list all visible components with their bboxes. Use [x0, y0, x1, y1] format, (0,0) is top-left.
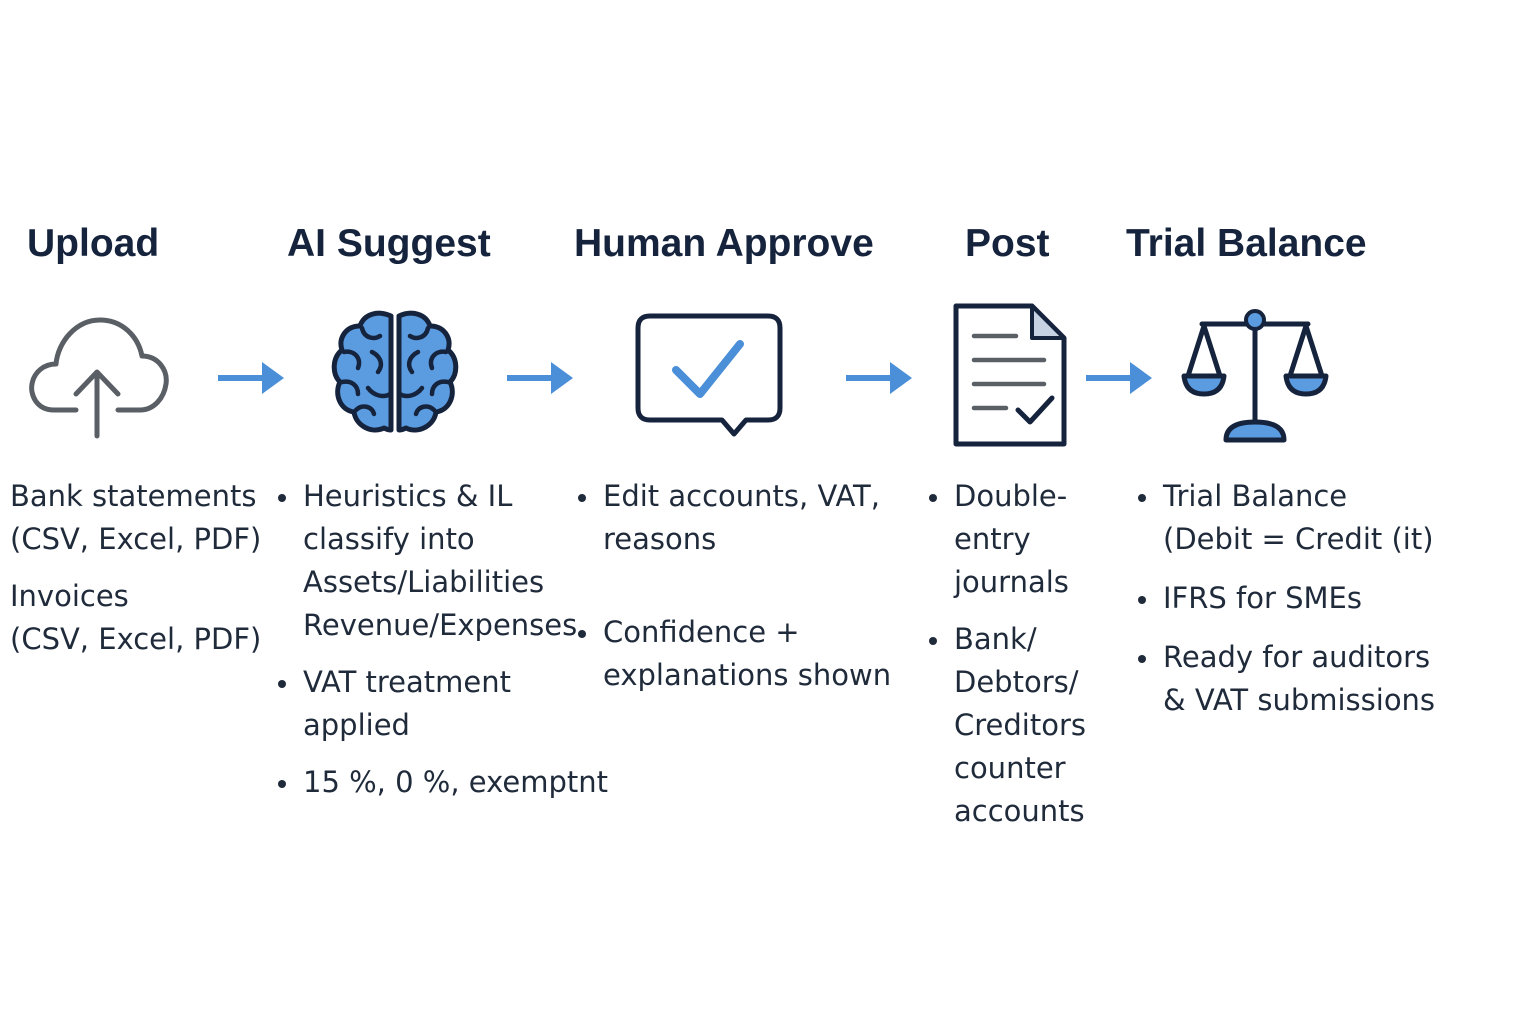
- ai-suggest-bullets: Heuristics & IL classify into Assets/Lia…: [276, 475, 608, 804]
- text-line: counter: [954, 751, 1066, 785]
- bullet-item: Edit accounts, VAT, reasons: [576, 475, 891, 561]
- text-line: journals: [954, 565, 1069, 599]
- bullet-item: IFRS for SMEs: [1136, 577, 1435, 620]
- arrow-right-icon: [218, 362, 284, 394]
- text-line: VAT treatment: [303, 665, 511, 699]
- balance-scale-icon: [1181, 309, 1329, 443]
- bullet-item: Bank/ Debtors/ Creditors counter account…: [927, 618, 1086, 833]
- text-line: Trial Balance: [1163, 479, 1348, 513]
- document-check-icon: [953, 303, 1067, 447]
- bullet-item: Heuristics & IL classify into Assets/Lia…: [276, 475, 608, 647]
- text-line: Creditors: [954, 708, 1086, 742]
- step-title-human-approve: Human Approve: [574, 222, 874, 265]
- step-title-trial-balance: Trial Balance: [1126, 222, 1367, 265]
- text-line: IFRS for SMEs: [1163, 581, 1362, 615]
- text-line: 15 %, 0 %, exemptnt: [303, 765, 608, 799]
- text-line: Revenue/Expenses: [303, 608, 578, 642]
- text-line: Heuristics & IL: [303, 479, 513, 513]
- text-line: Confidence +: [603, 615, 800, 649]
- text-line: Edit accounts, VAT,: [603, 479, 880, 513]
- text-line: explanations shown: [603, 658, 892, 692]
- text-line: applied: [303, 708, 410, 742]
- arrow-right-icon: [507, 362, 573, 394]
- arrow-right-icon: [846, 362, 912, 394]
- step-title-ai-suggest: AI Suggest: [287, 222, 491, 265]
- text-line: (CSV, Excel, PDF): [10, 622, 262, 656]
- text-line: (Debit = Credit (it): [1163, 522, 1434, 556]
- check-message-icon: [635, 313, 783, 437]
- cloud-upload-icon: [29, 317, 169, 439]
- upload-paragraph: Invoices (CSV, Excel, PDF): [10, 575, 261, 661]
- trial-balance-bullets: Trial Balance (Debit = Credit (it) IFRS …: [1136, 475, 1435, 722]
- brain-icon: [331, 310, 459, 433]
- text-line: Ready for auditors: [1163, 640, 1431, 674]
- text-line: Assets/Liabilities: [303, 565, 545, 599]
- text-line: Bank statements: [10, 479, 257, 513]
- upload-paragraph: Bank statements (CSV, Excel, PDF): [10, 475, 261, 561]
- bullet-item: Confidence + explanations shown: [576, 611, 891, 697]
- bullet-item: 15 %, 0 %, exemptnt: [276, 761, 608, 804]
- text-line: Debtors/: [954, 665, 1079, 699]
- text-line: classify into: [303, 522, 475, 556]
- bullet-item: Double- entry journals: [927, 475, 1086, 604]
- text-line: Double-: [954, 479, 1068, 513]
- text-line: entry: [954, 522, 1031, 556]
- bullet-item: Trial Balance (Debit = Credit (it): [1136, 475, 1435, 561]
- human-approve-bullets: Edit accounts, VAT, reasons Confidence +…: [576, 475, 891, 697]
- upload-description: Bank statements (CSV, Excel, PDF) Invoic…: [10, 475, 261, 661]
- text-line: & VAT submissions: [1163, 683, 1436, 717]
- step-title-post: Post: [965, 222, 1050, 265]
- bullet-item: VAT treatment applied: [276, 661, 608, 747]
- text-line: (CSV, Excel, PDF): [10, 522, 262, 556]
- bullet-item: Ready for auditors & VAT submissions: [1136, 636, 1435, 722]
- text-line: Invoices: [10, 579, 129, 613]
- text-line: accounts: [954, 794, 1085, 828]
- text-line: reasons: [603, 522, 717, 556]
- post-bullets: Double- entry journals Bank/ Debtors/ Cr…: [927, 475, 1086, 833]
- arrow-right-icon: [1086, 362, 1152, 394]
- step-title-upload: Upload: [27, 222, 160, 265]
- text-line: Bank/: [954, 622, 1037, 656]
